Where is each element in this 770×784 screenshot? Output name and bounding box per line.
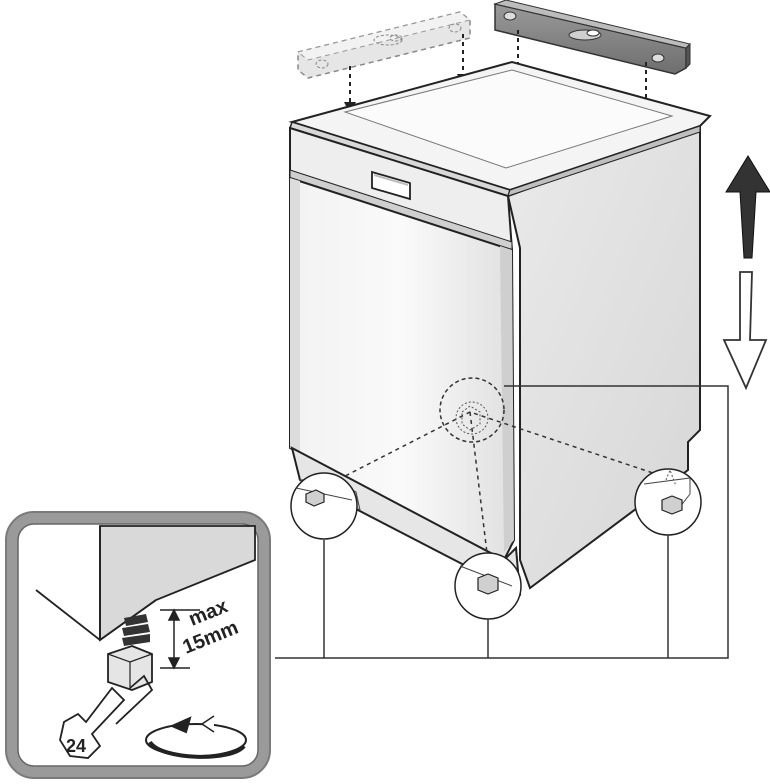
- foot-nut: [107, 645, 153, 691]
- callout-connectors: [275, 385, 729, 659]
- spirit-level-ghost: [296, 11, 472, 79]
- height-dimension: [160, 608, 200, 670]
- rotate-clockwise-icon: [145, 715, 247, 759]
- detail-callout: max 15mm 24: [5, 511, 271, 779]
- placement-arrows: [344, 30, 652, 114]
- spirit-level: [493, 0, 691, 75]
- threaded-spindle: [122, 614, 150, 646]
- control-display: [371, 170, 411, 201]
- arrow-down-outline-icon: [722, 271, 768, 391]
- foot-front-right: [454, 552, 522, 620]
- foot-front-left: [290, 472, 358, 540]
- dishwasher: [288, 60, 712, 596]
- arrow-up-filled-icon: [725, 155, 770, 259]
- center-foot-marker: [439, 377, 505, 443]
- foot-rear-right: [634, 468, 702, 536]
- wrench-size: 24: [66, 736, 86, 756]
- base-outline: [309, 411, 669, 579]
- wrench-icon: [59, 674, 154, 759]
